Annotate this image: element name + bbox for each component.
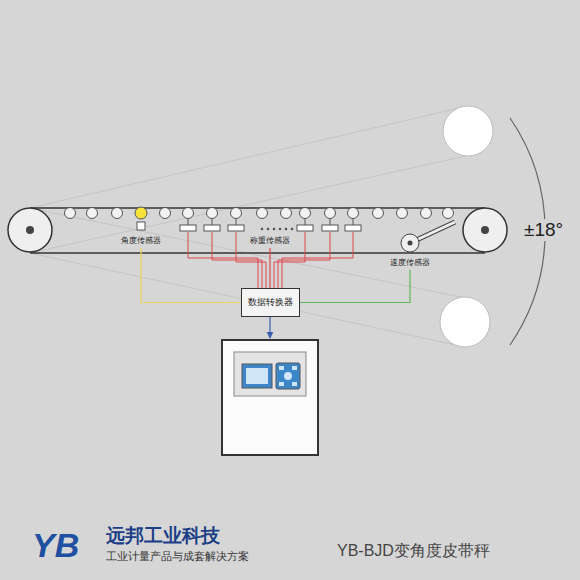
instrument-keypad [276, 363, 300, 389]
load-cell [180, 219, 196, 231]
converter-box: 数据转换器 [241, 288, 300, 317]
pulley-axle [481, 226, 489, 234]
speed-wheel-axle [408, 241, 413, 246]
swing-pulley [443, 106, 493, 156]
end-pulley [8, 208, 52, 252]
output-arrow [269, 316, 270, 338]
instrument-cabinet [222, 340, 318, 455]
idler-roller [65, 208, 76, 219]
load-cell [228, 219, 244, 231]
company-name: 远邦工业科技 [104, 523, 222, 549]
display-screen [246, 368, 268, 384]
angle-sensor-body [137, 222, 145, 230]
end-pulley [463, 208, 507, 252]
load-cell [297, 219, 313, 231]
idler-roller [87, 208, 98, 219]
idler-roller [112, 208, 123, 219]
load-cell [204, 219, 220, 231]
idler-roller [397, 208, 408, 219]
swing-lines [30, 106, 470, 347]
instrument-panel [234, 352, 306, 396]
idler-roller [421, 208, 432, 219]
speed-wheel [401, 234, 419, 252]
signal-line [141, 248, 241, 303]
signal-wires [188, 232, 353, 288]
node-text: 称重传感器 [250, 235, 290, 246]
logo-mark: YB [30, 526, 81, 565]
node-text: 速度传感器 [390, 257, 430, 268]
idler-roller [183, 208, 194, 219]
idler-roller [443, 208, 454, 219]
product-title: YB-BJD变角度皮带秤 [335, 541, 492, 562]
angle-range: ±18° [522, 219, 565, 241]
signal-line [300, 270, 411, 303]
swing-pulley [440, 297, 490, 347]
idler-roller [281, 208, 292, 219]
idler-rollers [65, 208, 454, 219]
belt [30, 207, 485, 209]
idler-roller [207, 208, 218, 219]
idler-roller [231, 208, 242, 219]
instrument-display [242, 364, 272, 388]
idler-roller [348, 208, 359, 219]
sensor-label: 速度传感器 [389, 257, 431, 268]
angle-sensor [135, 207, 147, 219]
load-cell-wire [282, 232, 353, 288]
belt [30, 252, 485, 254]
sensor-label: 称重传感器 [249, 235, 291, 246]
node-text: 角度传感器 [121, 235, 161, 246]
company-slogan: 工业计量产品与成套解决方案 [104, 549, 251, 564]
sensor-label: 角度传感器 [120, 235, 162, 246]
keypad-keys [279, 366, 297, 386]
load-cell [322, 219, 338, 231]
idler-roller [300, 208, 311, 219]
idler-roller [257, 208, 268, 219]
load-cell [345, 219, 361, 231]
node-text: 数据转换器 [248, 296, 293, 309]
pulley-axle [26, 226, 34, 234]
idler-roller [325, 208, 336, 219]
signal-line [269, 248, 270, 288]
ellipsis-dots [261, 228, 294, 231]
logo-mark [28, 524, 96, 568]
idler-roller [160, 208, 171, 219]
idler-roller [373, 208, 384, 219]
load-cells [180, 219, 361, 231]
